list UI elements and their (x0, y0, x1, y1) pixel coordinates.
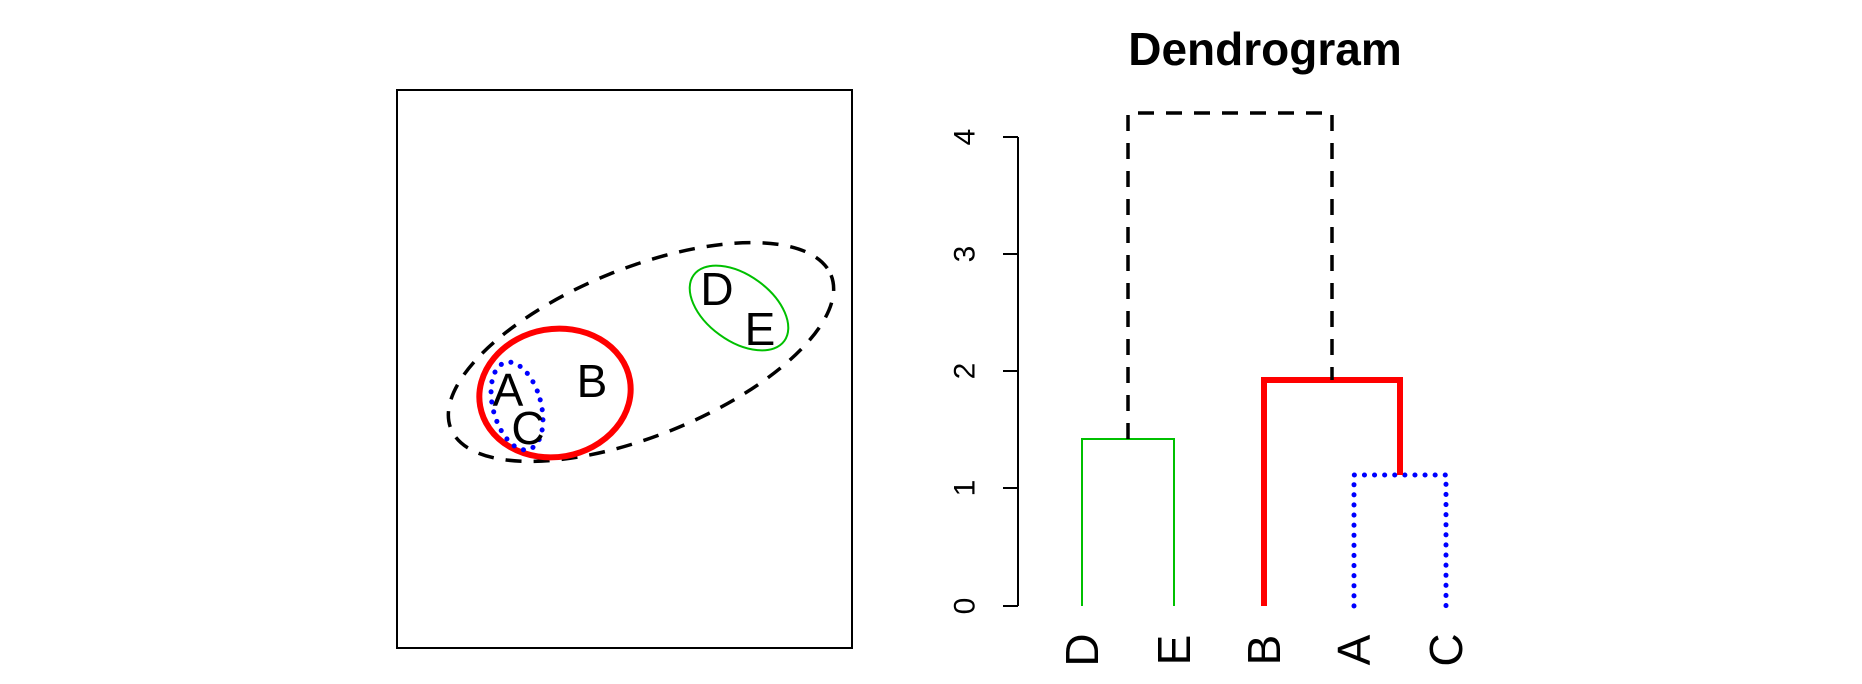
y-tick-label-2: 2 (949, 363, 982, 380)
y-axis: 0 1 2 3 4 (949, 129, 1019, 615)
y-tick-label-1: 1 (949, 480, 982, 497)
dendrogram-panel: Dendrogram 0 1 2 3 4 D E B A C (949, 23, 1473, 667)
y-tick-label-0: 0 (949, 598, 982, 615)
leaf-label-c: C (1420, 633, 1472, 666)
point-label-c: C (511, 402, 544, 454)
merge-a-c-branch (1351, 472, 1449, 609)
point-label-e: E (745, 303, 776, 355)
cluster-outline-d-e (688, 264, 790, 352)
merge-b-ac-branch (1261, 377, 1403, 606)
point-label-a: A (493, 364, 524, 416)
dendrogram-title: Dendrogram (1128, 23, 1401, 75)
cluster-outline-a-b-c (476, 325, 634, 461)
merge-d-e-branch (1081, 438, 1175, 606)
cluster-outline-a-c (488, 359, 546, 453)
y-tick-label-4: 4 (949, 129, 982, 146)
cluster-outline-all (446, 240, 836, 464)
cluster-diagram-frame (396, 89, 853, 649)
leaf-label-b: B (1238, 635, 1290, 666)
point-label-d: D (700, 263, 733, 315)
y-tick-label-3: 3 (949, 246, 982, 263)
leaf-label-a: A (1328, 634, 1380, 665)
point-label-b: B (577, 355, 608, 407)
leaf-label-e: E (1148, 635, 1200, 666)
cluster-diagram-panel: A B C D E (396, 89, 853, 649)
leaf-label-d: D (1056, 633, 1108, 666)
merge-root-branch (1126, 111, 1334, 439)
